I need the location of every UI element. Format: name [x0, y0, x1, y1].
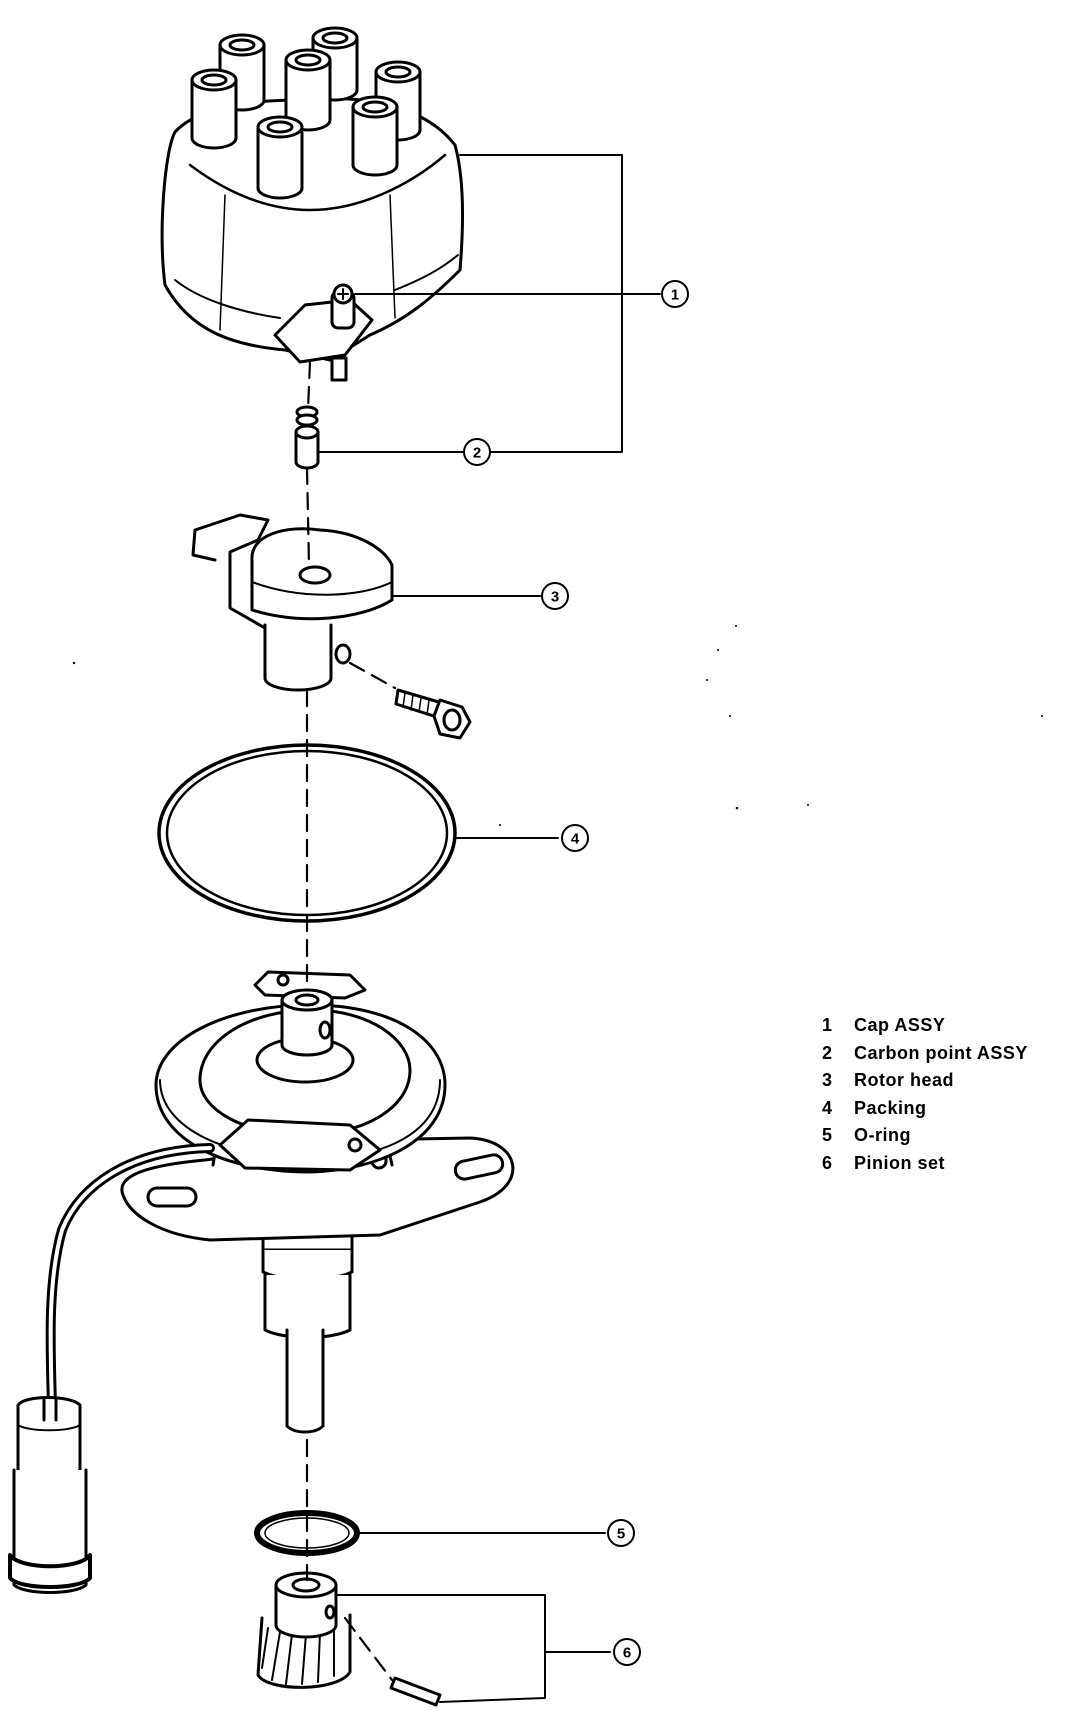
- rotor-screw-part: [394, 688, 472, 740]
- legend-item-number: 2: [822, 1042, 833, 1063]
- cap-assy-part: [160, 26, 464, 382]
- callout-6: 6: [613, 1638, 641, 1666]
- sensor-cable-part: [8, 1143, 215, 1594]
- callout-5-number: 5: [617, 1526, 625, 1543]
- legend-item-label: O-ring: [854, 1125, 911, 1145]
- legend-item: 5 O-ring: [822, 1122, 1028, 1150]
- legend-item-number: 3: [822, 1070, 833, 1090]
- parts-legend: 1 Cap ASSY 2 Carbon point ASSY 3 Rotor h…: [822, 1012, 1028, 1177]
- scan-specks: [72, 625, 1043, 826]
- legend-item-number: 1: [822, 1015, 833, 1035]
- callout-2: 2: [463, 438, 491, 466]
- assembly-axis-lines: [305, 360, 397, 1682]
- legend-item-label: Carbon point ASSY: [854, 1042, 1028, 1063]
- callout-1-number: 1: [671, 287, 679, 304]
- legend-item-label: Packing: [854, 1097, 927, 1118]
- callout-5: 5: [607, 1519, 635, 1547]
- legend-item: 1 Cap ASSY: [822, 1012, 1028, 1040]
- carbon-point-part: [294, 405, 320, 470]
- legend-item: 2 Carbon point ASSY: [822, 1040, 1028, 1068]
- rotor-head-part: [191, 513, 394, 692]
- legend-item-label: Pinion set: [854, 1152, 946, 1173]
- callout-2-number: 2: [473, 445, 481, 462]
- legend-item-number: 4: [822, 1097, 833, 1118]
- legend-item-label: Cap ASSY: [854, 1015, 946, 1035]
- legend-item: 3 Rotor head: [822, 1067, 1028, 1095]
- legend-item: 6 Pinion set: [822, 1150, 1028, 1178]
- callout-3: 3: [541, 582, 569, 610]
- distributor-housing-part: [120, 970, 515, 1434]
- legend-item: 4 Packing: [822, 1095, 1028, 1123]
- callout-1: 1: [661, 280, 689, 308]
- callout-4-number: 4: [571, 831, 580, 848]
- legend-item-number: 5: [822, 1125, 833, 1145]
- pinion-set-part: [256, 1571, 442, 1707]
- callout-4: 4: [561, 824, 589, 852]
- leader-lines: [317, 154, 661, 1703]
- legend-item-number: 6: [822, 1152, 833, 1173]
- callout-3-number: 3: [551, 589, 559, 606]
- callout-6-number: 6: [623, 1645, 631, 1662]
- legend-item-label: Rotor head: [854, 1070, 955, 1090]
